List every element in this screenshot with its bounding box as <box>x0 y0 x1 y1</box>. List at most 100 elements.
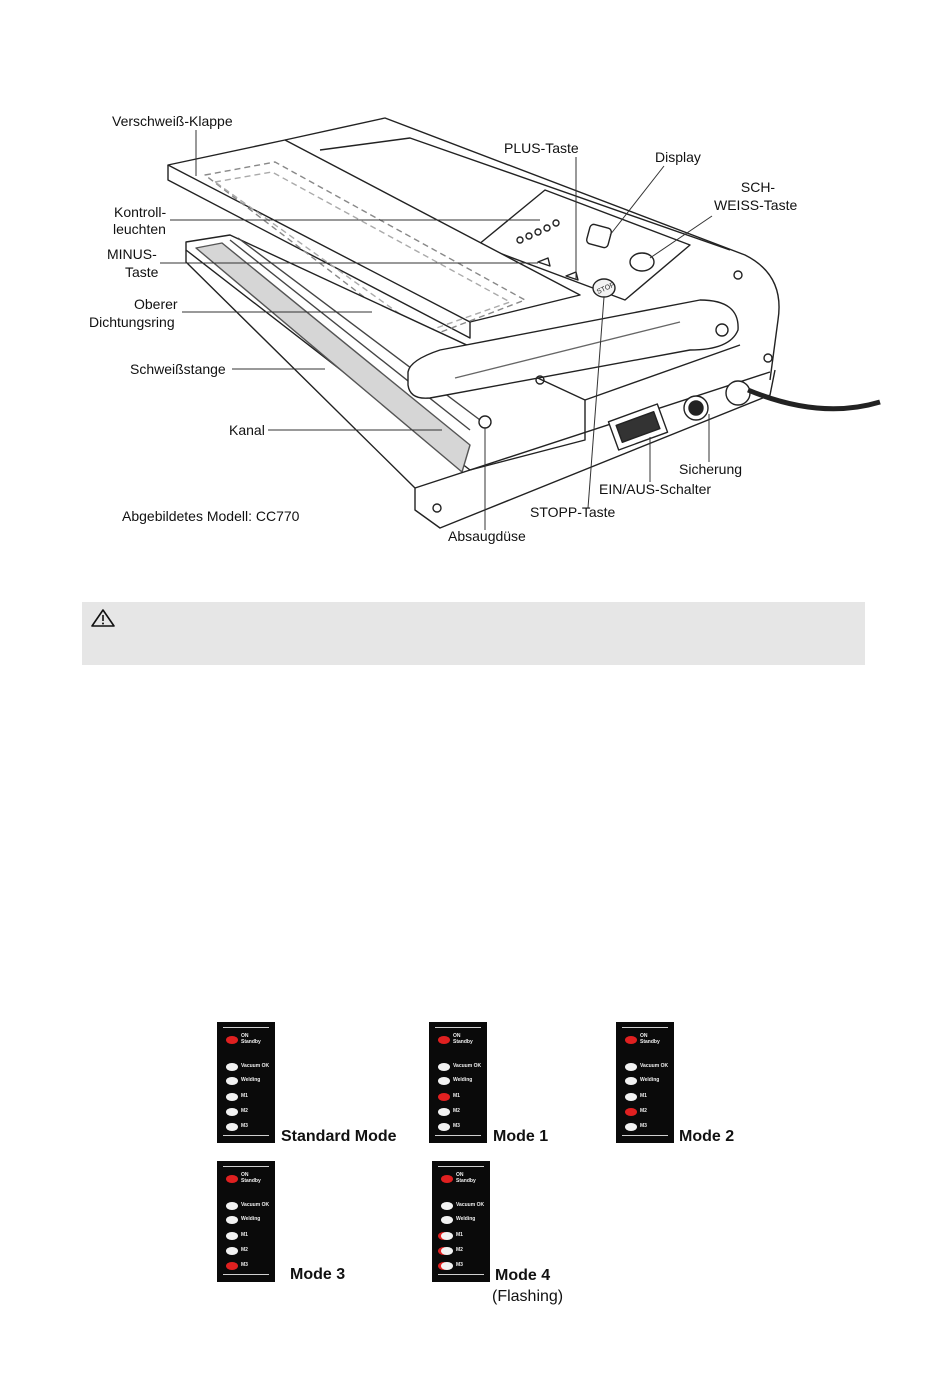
panel-divider <box>622 1135 668 1136</box>
led-label-vacuum: Vacuum OK <box>640 1063 669 1069</box>
led-on <box>625 1036 637 1044</box>
label-display: Display <box>655 149 701 165</box>
led-label-m1: M1 <box>453 1093 460 1099</box>
led-vacuum <box>226 1063 238 1071</box>
panel-divider <box>438 1274 484 1275</box>
led-label-on: Standby <box>640 1039 660 1045</box>
led-label-welding: Welding <box>241 1077 261 1083</box>
led-m1 <box>438 1093 450 1101</box>
label-verschweiss-klappe: Verschweiß-Klappe <box>112 113 233 129</box>
panel-divider <box>435 1027 481 1028</box>
warning-box <box>82 602 865 665</box>
led-label-m3: M3 <box>640 1123 647 1129</box>
led-label-on: Standby <box>453 1039 473 1045</box>
label-minus-line2: Taste <box>125 264 159 280</box>
led-m2 <box>625 1108 637 1116</box>
led-label-vacuum: Vacuum OK <box>456 1202 485 1208</box>
mode-name: Standard Mode <box>281 1128 397 1145</box>
led-m3 <box>226 1123 238 1131</box>
label-kontroll-line1: Kontroll- <box>114 204 167 220</box>
led-label-m3: M3 <box>241 1123 248 1129</box>
led-label-on: ON <box>241 1172 249 1178</box>
led-m1 <box>226 1232 238 1240</box>
led-label-on: Standby <box>456 1178 476 1184</box>
label-oberer-line1: Oberer <box>134 296 178 312</box>
led-m2 <box>438 1108 450 1116</box>
label-ein-aus-schalter: EIN/AUS-Schalter <box>599 481 712 497</box>
led-label-on: ON <box>456 1172 464 1178</box>
label-sch-weiss-line2: WEISS-Taste <box>714 197 798 213</box>
led-label-m2: M2 <box>456 1247 463 1253</box>
led-label-welding: Welding <box>241 1216 261 1222</box>
panel-divider <box>438 1166 484 1167</box>
led-label-m1: M1 <box>241 1093 248 1099</box>
led-label-m2: M2 <box>453 1108 460 1114</box>
led-label-m2: M2 <box>241 1247 248 1253</box>
led-label-m3: M3 <box>453 1123 460 1129</box>
led-label-m3: M3 <box>241 1262 248 1268</box>
warning-triangle-icon <box>91 609 115 627</box>
led-on <box>226 1175 238 1183</box>
led-vacuum <box>441 1202 453 1210</box>
led-label-on: ON <box>640 1033 648 1039</box>
mode-name: Mode 1 <box>493 1128 549 1145</box>
led-vacuum <box>438 1063 450 1071</box>
led-m1 <box>625 1093 637 1101</box>
led-label-m1: M1 <box>640 1093 647 1099</box>
led-label-welding: Welding <box>640 1077 660 1083</box>
label-plus-taste: PLUS-Taste <box>504 140 579 156</box>
panel-divider <box>223 1274 269 1275</box>
led-label-m3: M3 <box>456 1262 463 1268</box>
panel-divider <box>622 1027 668 1028</box>
mode-name: Mode 4 <box>495 1267 551 1284</box>
led-m1 <box>226 1093 238 1101</box>
led-label-on: Standby <box>241 1178 261 1184</box>
led-label-m1: M1 <box>241 1232 248 1238</box>
led-m2 <box>441 1247 453 1255</box>
led-m3 <box>625 1123 637 1131</box>
led-vacuum <box>226 1202 238 1210</box>
led-label-on: Standby <box>241 1039 261 1045</box>
mode-name: Mode 3 <box>290 1266 346 1283</box>
led-welding <box>226 1216 238 1224</box>
device-diagram: STOP <box>160 117 881 530</box>
label-absaugduese: Absaugdüse <box>448 528 526 544</box>
led-label-on: ON <box>453 1033 461 1039</box>
panel-divider <box>223 1027 269 1028</box>
led-label-m2: M2 <box>241 1108 248 1114</box>
led-welding <box>226 1077 238 1085</box>
led-m1 <box>441 1232 453 1240</box>
led-label-welding: Welding <box>453 1077 473 1083</box>
panel-divider <box>223 1135 269 1136</box>
label-sicherung: Sicherung <box>679 461 743 477</box>
panel-divider <box>435 1135 481 1136</box>
led-label-welding: Welding <box>456 1216 476 1222</box>
label-oberer-line2: Dichtungsring <box>89 314 175 330</box>
led-label-vacuum: Vacuum OK <box>241 1202 270 1208</box>
led-on <box>441 1175 453 1183</box>
label-stopp-taste: STOPP-Taste <box>530 504 616 520</box>
label-minus-line1: MINUS- <box>107 246 157 262</box>
label-schweissstange: Schweißstange <box>130 361 226 377</box>
led-label-vacuum: Vacuum OK <box>241 1063 270 1069</box>
led-m3 <box>226 1262 238 1270</box>
led-on <box>438 1036 450 1044</box>
panel-divider <box>223 1166 269 1167</box>
led-m2 <box>226 1108 238 1116</box>
label-kanal: Kanal <box>229 422 265 438</box>
mode-name: Mode 2 <box>679 1128 735 1145</box>
led-label-m1: M1 <box>456 1232 463 1238</box>
model-caption: Abgebildetes Modell: CC770 <box>122 508 300 524</box>
led-welding <box>438 1077 450 1085</box>
led-vacuum <box>625 1063 637 1071</box>
led-welding <box>441 1216 453 1224</box>
led-label-m2: M2 <box>640 1108 647 1114</box>
led-m3 <box>441 1262 453 1270</box>
led-m3 <box>438 1123 450 1131</box>
